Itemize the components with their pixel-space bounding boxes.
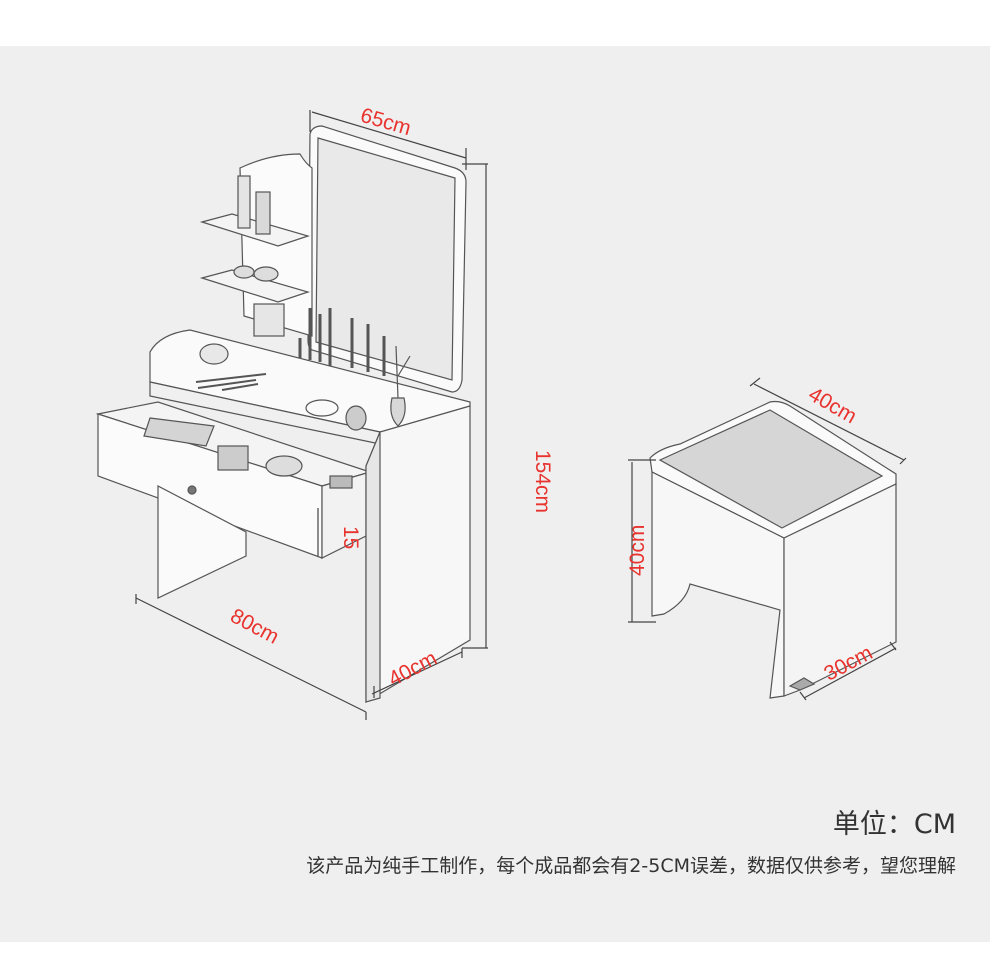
dimension-label-stool-height: 40cm bbox=[626, 525, 649, 576]
dimension-label-total-height: 154cm bbox=[531, 450, 554, 513]
product-panel: 65cm 154cm 80cm 40cm 15 40cm 40cm 30cm 单… bbox=[0, 46, 990, 942]
stool-illustration bbox=[628, 377, 907, 701]
furniture-drawing: 65cm 154cm 80cm 40cm 15 40cm 40cm 30cm bbox=[95, 104, 907, 720]
dimension-label-drawer-height: 15 bbox=[339, 526, 362, 549]
dimension-label-table-width: 80cm bbox=[227, 604, 283, 648]
vanity-table-illustration bbox=[95, 110, 488, 720]
tolerance-note: 该产品为纯手工制作，每个成品都会有2-5CM误差，数据仅供参考，望您理解 bbox=[306, 855, 956, 877]
dimension-label-mirror-width: 65cm bbox=[358, 104, 414, 140]
unit-label: 单位：CM bbox=[832, 809, 956, 840]
